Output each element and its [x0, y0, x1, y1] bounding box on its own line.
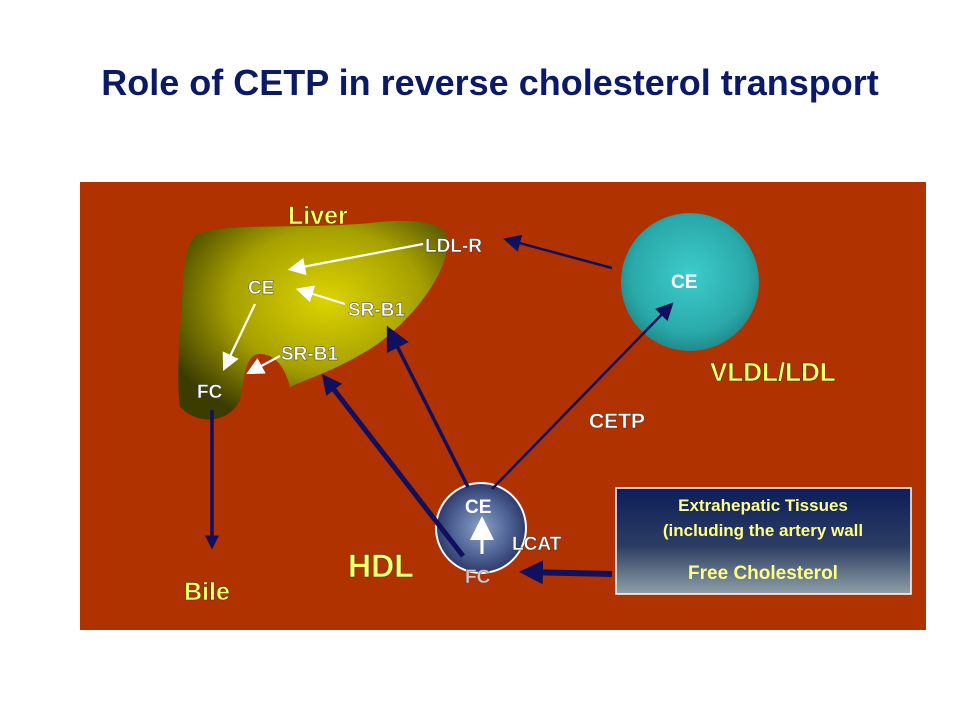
vldl-ldl-label: VLDL/LDL: [710, 357, 836, 387]
arrow-ldlr-to-ce: [287, 242, 424, 276]
arrow-tissue-to-hdl: [519, 560, 613, 585]
tissue-box-line3: Free Cholesterol: [688, 563, 838, 584]
hdl-ce-label: CE: [465, 497, 491, 518]
extrahepatic-tissues-box: [615, 487, 912, 595]
slide-title: Role of CETP in reverse cholesterol tran…: [101, 62, 879, 103]
arrow-srb1-to-ce: [295, 285, 346, 306]
arrow-srb1-lower-to-fc: [246, 355, 281, 375]
cetp-label: CETP: [589, 410, 645, 433]
arrow-hdl-to-srb1-upper: [386, 325, 470, 488]
sr-b1-upper-label: SR-B1: [348, 300, 405, 321]
arrow-vldl-to-ldlr: [503, 234, 613, 270]
sr-b1-lower-label: SR-B1: [281, 344, 338, 365]
tissue-box-line2: (including the artery wall: [662, 521, 864, 540]
tissue-box-line1: Extrahepatic Tissues: [678, 496, 848, 515]
arrow-ce-to-fc: [222, 303, 256, 371]
vldl-ce-label: CE: [671, 272, 697, 293]
liver-fc-label: FC: [197, 382, 223, 403]
liver-ce-label: CE: [248, 278, 274, 299]
rct-diagram: Liver CE LDL-R SR-B1 SR-B1 FC CE VLDL/LD…: [80, 182, 926, 630]
arrow-hdl-to-srb1-lower: [321, 374, 465, 558]
bile-label: Bile: [184, 578, 230, 606]
liver-shape: [178, 220, 449, 420]
arrow-hdl-to-vldl-cetp: [491, 302, 674, 490]
hdl-label: HDL: [348, 548, 414, 584]
lcat-label: LCAT: [512, 534, 562, 555]
hdl-fc-label: FC: [465, 567, 491, 588]
liver-label: Liver: [288, 202, 348, 230]
ldl-r-label: LDL-R: [425, 236, 482, 257]
